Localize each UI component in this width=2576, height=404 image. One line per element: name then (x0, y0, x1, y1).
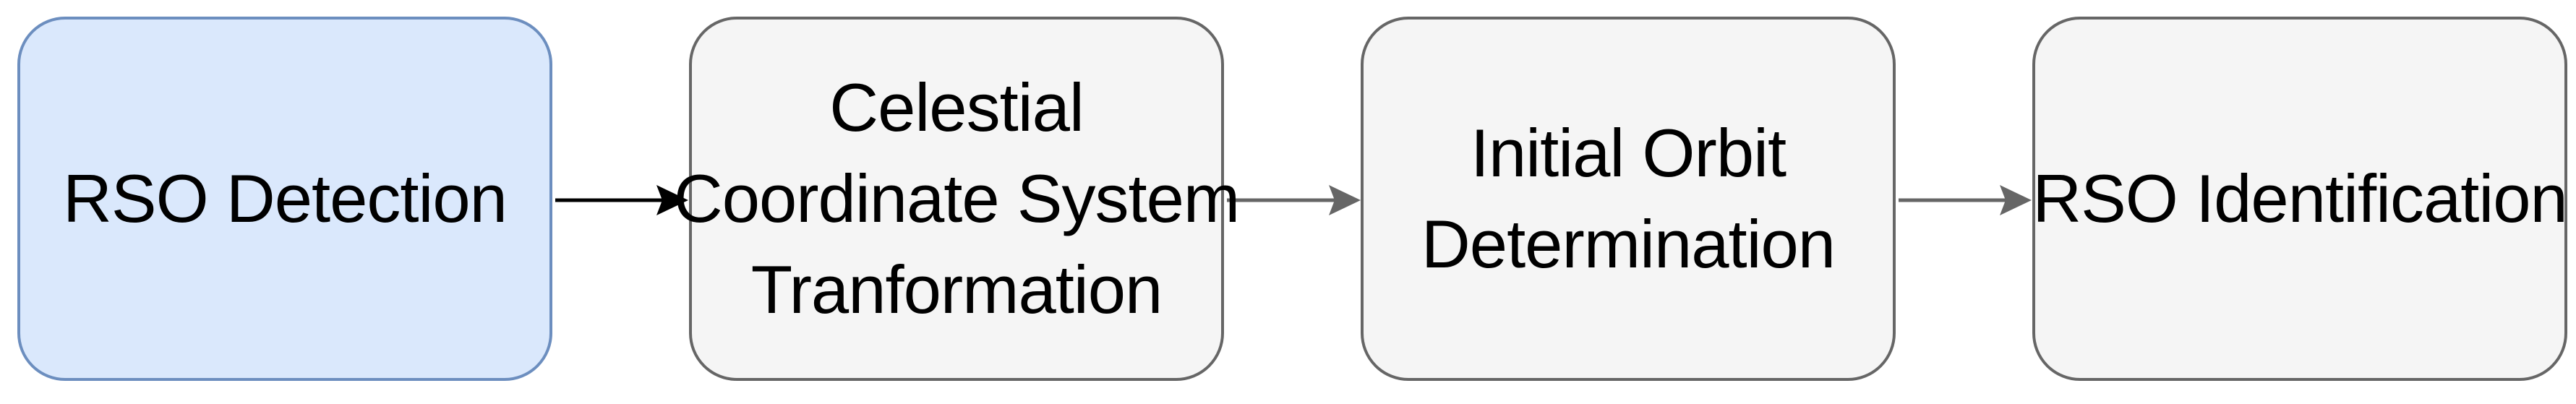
step-rso-identification-line-1: RSO Identification (2032, 160, 2568, 236)
step-coordinate-transformation-line-2: Coordinate System (673, 160, 1240, 236)
step-rso-detection-label: RSO Detection (63, 153, 508, 244)
step-rso-identification: RSO Identification (2032, 17, 2568, 381)
step-coordinate-transformation-label: Celestial Coordinate System Tranformatio… (673, 62, 1240, 335)
step-coordinate-transformation-line-3: Tranformation (750, 252, 1163, 327)
step-coordinate-transformation: Celestial Coordinate System Tranformatio… (674, 17, 1240, 381)
step-initial-orbit-determination-line-2: Determination (1421, 206, 1836, 282)
step-rso-detection-line-1: RSO Detection (63, 160, 508, 236)
step-initial-orbit-determination: Initial Orbit Determination (1361, 17, 1896, 381)
step-initial-orbit-determination-label: Initial Orbit Determination (1421, 108, 1836, 290)
step-coordinate-transformation-line-1: Celestial (829, 69, 1084, 145)
step-rso-identification-label: RSO Identification (2032, 153, 2568, 244)
arrow-orbit-to-identification (1899, 185, 2032, 215)
step-rso-detection: RSO Detection (17, 17, 552, 381)
step-initial-orbit-determination-line-1: Initial Orbit (1470, 115, 1786, 191)
arrow-transformation-to-orbit (1227, 185, 1361, 215)
arrow-detection-to-transformation (555, 185, 688, 215)
